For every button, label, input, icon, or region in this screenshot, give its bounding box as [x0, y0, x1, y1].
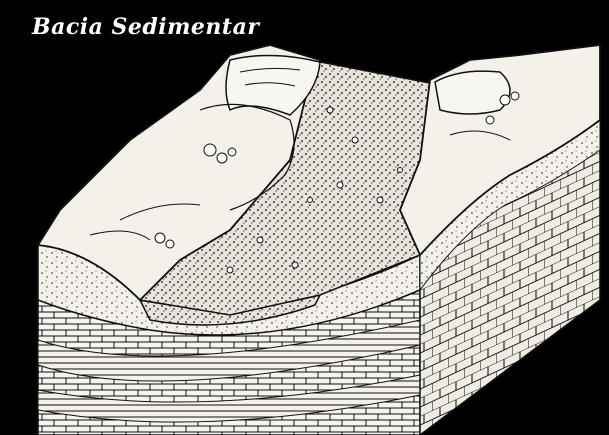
sedimentary-basin-block-diagram [0, 0, 609, 435]
diagram-frame: Bacia Sedimentar [0, 0, 609, 435]
